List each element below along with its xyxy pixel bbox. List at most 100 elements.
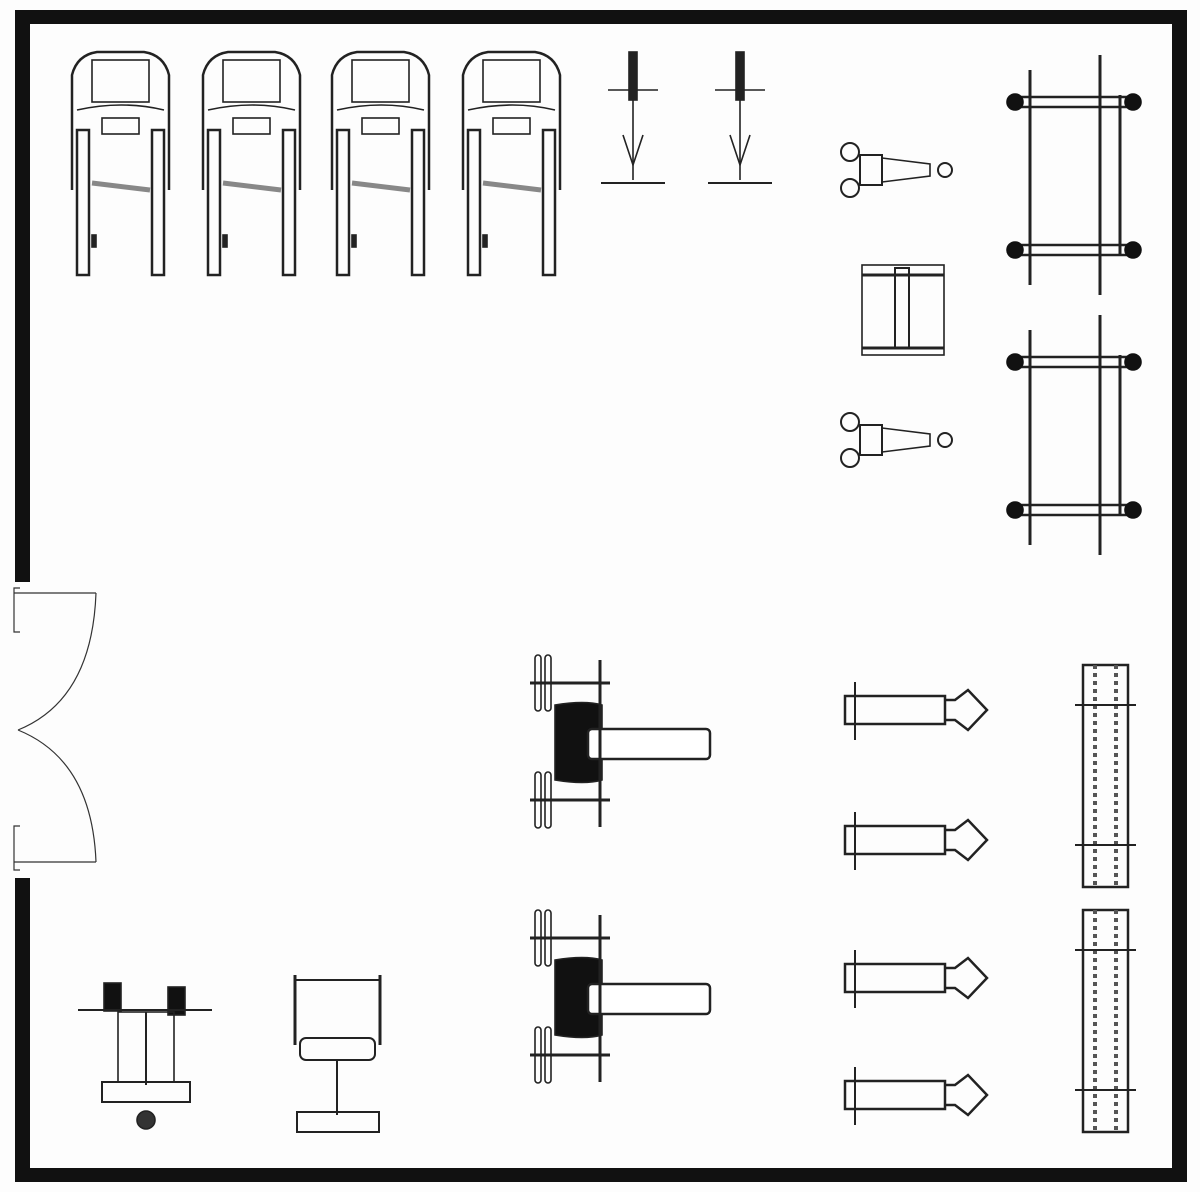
door-swing-bottom (17, 729, 97, 863)
treadmill-panel (232, 117, 271, 135)
treadmill-display (222, 59, 281, 103)
bench-seat (843, 1079, 947, 1111)
plate-left (1006, 93, 1024, 111)
exercise-bike[interactable] (601, 51, 665, 184)
bike-pedals (729, 134, 751, 168)
treadmill-key (91, 234, 97, 248)
weight-bench[interactable] (843, 950, 989, 1008)
treadmill-handle (467, 104, 556, 111)
treadmill-logo-mark (91, 180, 151, 193)
treadmill[interactable] (70, 50, 171, 277)
power-rack[interactable] (1006, 55, 1142, 295)
wall-right (1172, 10, 1187, 1182)
plate-right (1124, 93, 1142, 111)
arm-supports (293, 975, 382, 1045)
treadmill-rail-left (75, 128, 91, 277)
weight-bench[interactable] (843, 682, 989, 740)
treadmill-console (330, 50, 431, 190)
bench-pad (586, 727, 712, 761)
bike-pedals (622, 134, 644, 168)
treadmill-handle (207, 104, 296, 111)
plate-left (1006, 353, 1024, 371)
treadmill-display (351, 59, 410, 103)
treadmill-panel (361, 117, 400, 135)
treadmill-logo-mark (351, 180, 411, 193)
wall-left-upper (15, 10, 30, 582)
treadmill-handle (336, 104, 425, 111)
bench-head (945, 1073, 989, 1117)
treadmill-rail-left (206, 128, 222, 277)
seat (101, 1081, 191, 1103)
treadmill-logo-mark (222, 180, 282, 193)
plate (544, 1026, 552, 1084)
power-rack[interactable] (1006, 315, 1142, 555)
equipment (70, 50, 1142, 1134)
leg-press-machine[interactable] (840, 412, 953, 468)
plate (544, 654, 552, 712)
frame (881, 427, 931, 453)
pad-top (840, 142, 860, 162)
treadmill-rail-right (150, 128, 166, 277)
exercise-bike[interactable] (708, 51, 772, 184)
bench-head (945, 688, 989, 732)
weight-knob (937, 162, 953, 178)
treadmill-handle (76, 104, 165, 111)
frame (881, 157, 931, 183)
treadmill[interactable] (330, 50, 431, 277)
plate (544, 771, 552, 829)
chair-machine[interactable] (293, 975, 382, 1133)
bench-head (945, 956, 989, 1000)
rack-frame (1081, 663, 1130, 889)
treadmill-panel (492, 117, 531, 135)
pad-top (840, 412, 860, 432)
bench-seat (843, 694, 947, 726)
treadmill[interactable] (461, 50, 562, 277)
treadmill-console (461, 50, 562, 190)
treadmill-logo-mark (482, 180, 542, 193)
door-swing-top (17, 592, 97, 731)
treadmill-rail-left (335, 128, 351, 277)
pad-bottom (840, 178, 860, 198)
treadmill-display (91, 59, 150, 103)
rack-frame (1081, 908, 1130, 1134)
pad-bottom (840, 448, 860, 468)
bench-head (945, 818, 989, 862)
bench-pad (586, 982, 712, 1016)
plate-right (1124, 241, 1142, 259)
plate (534, 1026, 542, 1084)
bench-seat (843, 962, 947, 994)
door-jamb-top (13, 587, 20, 633)
double-door[interactable] (13, 587, 97, 871)
wall-left-lower (15, 878, 30, 1182)
treadmill-rail-right (410, 128, 426, 277)
dumbbell-rack[interactable] (1075, 908, 1136, 1134)
plate-left (1006, 241, 1024, 259)
treadmill-console (70, 50, 171, 190)
treadmill-rail-left (466, 128, 482, 277)
bench-press[interactable] (530, 654, 712, 829)
treadmill-console (201, 50, 302, 190)
cable-station[interactable] (861, 264, 945, 356)
leg-press-machine[interactable] (840, 142, 953, 198)
bike-seat (628, 51, 638, 101)
plate (534, 771, 542, 829)
treadmill-display (482, 59, 541, 103)
treadmill-key (222, 234, 228, 248)
dumbbell-rack[interactable] (1075, 663, 1136, 889)
plate (544, 909, 552, 967)
treadmill[interactable] (201, 50, 302, 277)
treadmill-key (482, 234, 488, 248)
bench-press[interactable] (530, 909, 712, 1084)
leg-extension-machine[interactable] (78, 982, 212, 1130)
bike-seat (735, 51, 745, 101)
bench-seat (843, 824, 947, 856)
weight-bench[interactable] (843, 1067, 989, 1125)
door-jamb-bottom (13, 825, 20, 871)
foot-pad-right (167, 986, 186, 1016)
plate-left (1006, 501, 1024, 519)
weight-bench[interactable] (843, 812, 989, 870)
plate-right (1124, 501, 1142, 519)
treadmill-rail-right (281, 128, 297, 277)
cable-frame (861, 264, 945, 356)
